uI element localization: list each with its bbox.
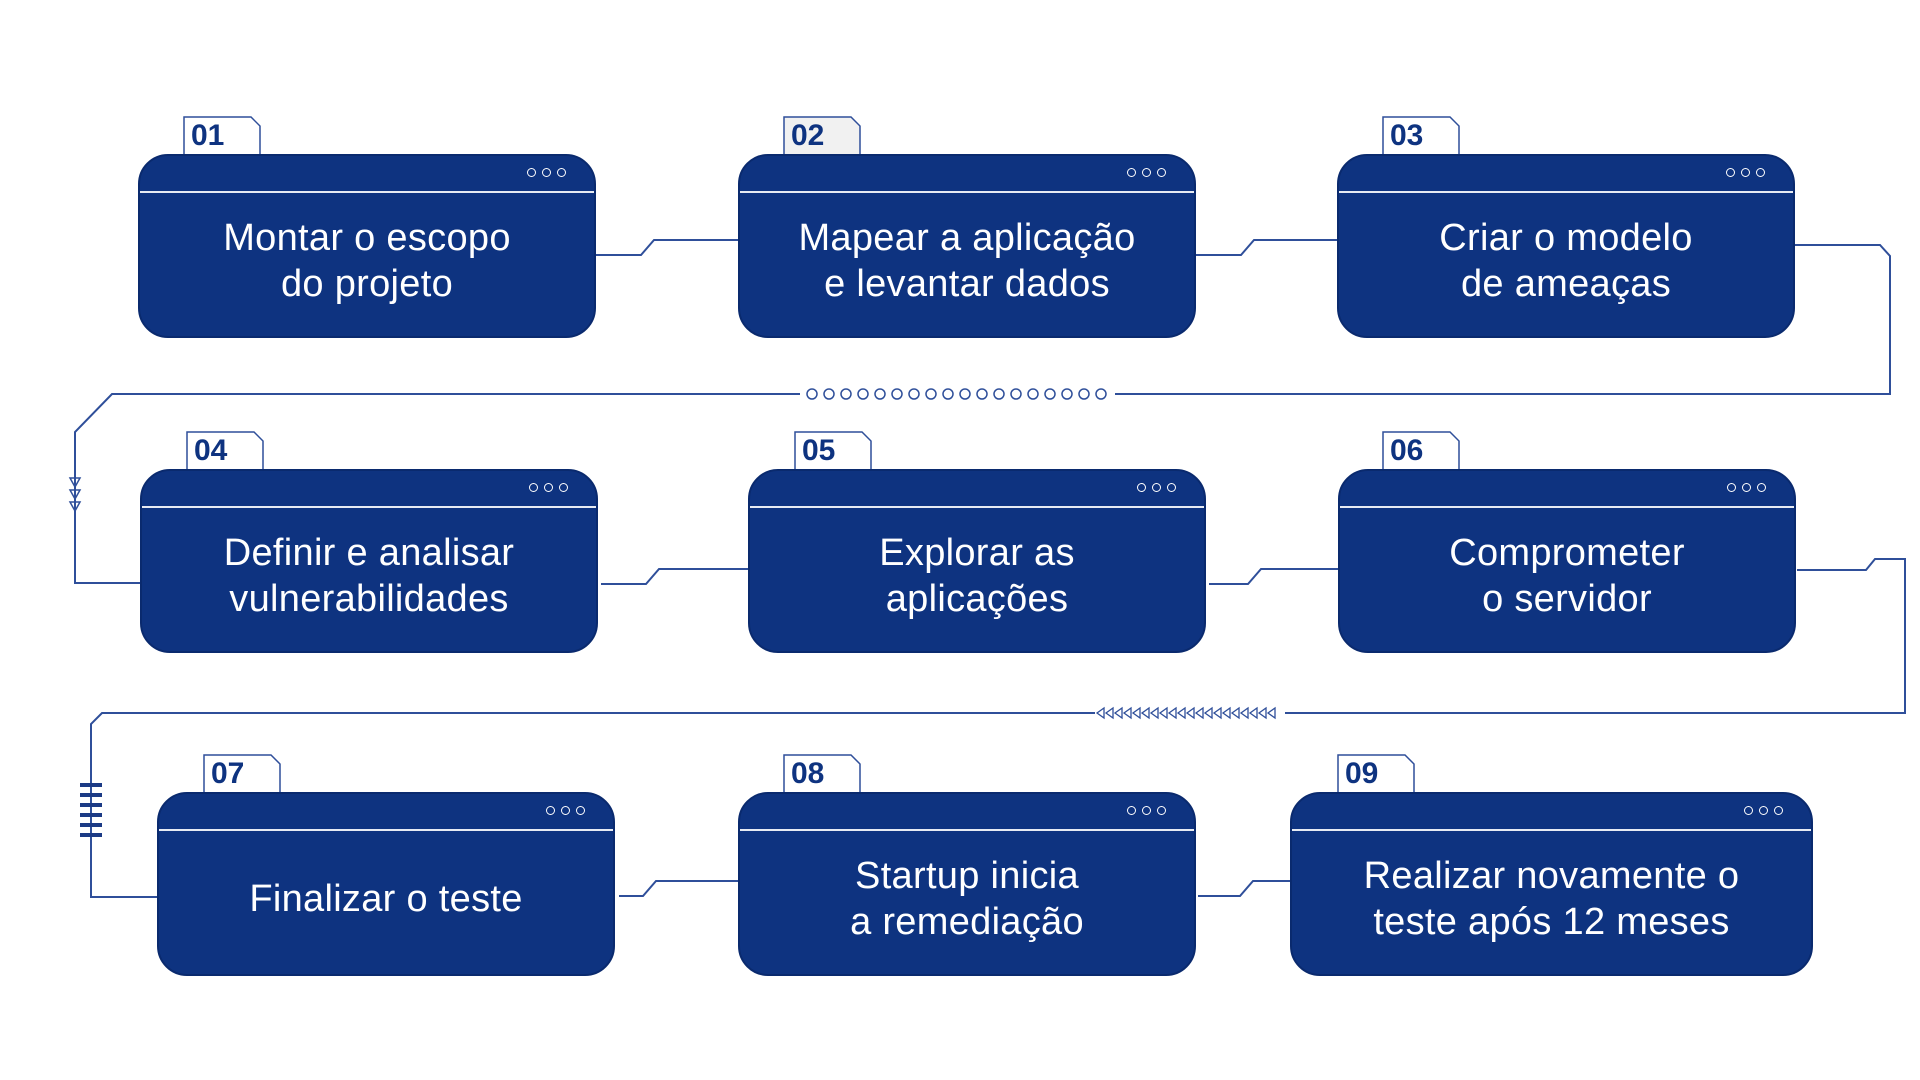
step-card-03: 03 Criar o modelo de ameaças — [1337, 116, 1795, 338]
step-text: Criar o modelo de ameaças — [1439, 217, 1693, 305]
window-titlebar-divider — [140, 191, 594, 193]
bar-ladder-icon — [80, 783, 102, 837]
step-window: Montar o escopo do projeto — [138, 154, 596, 338]
step-tab: 06 — [1382, 431, 1460, 469]
window-titlebar-divider — [740, 829, 1194, 831]
step-number: 03 — [1390, 119, 1424, 152]
step-window: Definir e analisar vulnerabilidades — [140, 469, 598, 653]
step-text: Montar o escopo do projeto — [223, 217, 511, 305]
connector-02-03 — [1196, 239, 1337, 256]
window-titlebar-divider — [1339, 191, 1793, 193]
connector-04-05 — [601, 568, 748, 585]
step-tab: 04 — [186, 431, 264, 469]
step-card-04: 04 Definir e analisar vulnerabilidades — [140, 431, 598, 653]
connector-03-04 — [1115, 244, 1891, 395]
window-dots-icon — [546, 806, 585, 815]
step-number: 04 — [194, 434, 228, 467]
window-dots-icon — [1137, 483, 1176, 492]
window-titlebar-divider — [1292, 829, 1811, 831]
window-dots-icon — [1726, 168, 1765, 177]
window-titlebar-divider — [750, 506, 1204, 508]
window-dots-icon — [529, 483, 568, 492]
window-dots-icon — [527, 168, 566, 177]
connector-05-06 — [1209, 568, 1338, 585]
step-text: Explorar as aplicações — [879, 532, 1075, 620]
step-window: Comprometer o servidor — [1338, 469, 1796, 653]
step-number: 02 — [791, 119, 825, 152]
step-card-01: 01 Montar o escopo do projeto — [138, 116, 596, 338]
step-card-07: 07 Finalizar o teste — [157, 754, 615, 976]
step-card-02: 02 Mapear a aplicação e levantar dados — [738, 116, 1196, 338]
left-arrows-icon — [1095, 706, 1276, 720]
step-window: Finalizar o teste — [157, 792, 615, 976]
step-tab: 01 — [183, 116, 261, 154]
step-number: 01 — [191, 119, 225, 152]
step-tab: 05 — [794, 431, 872, 469]
step-tab: 08 — [783, 754, 861, 792]
connector-03-04-left — [74, 393, 800, 584]
connector-06-07-left — [90, 712, 1095, 898]
step-card-06: 06 Comprometer o servidor — [1338, 431, 1796, 653]
ring-chain — [806, 388, 1107, 400]
window-titlebar-divider — [740, 191, 1194, 193]
step-window: Explorar as aplicações — [748, 469, 1206, 653]
connector-01-02 — [596, 239, 738, 256]
step-tab: 09 — [1337, 754, 1415, 792]
window-dots-icon — [1727, 483, 1766, 492]
step-text: Mapear a aplicação e levantar dados — [798, 217, 1136, 305]
step-tab: 02 — [783, 116, 861, 154]
step-window: Mapear a aplicação e levantar dados — [738, 154, 1196, 338]
window-titlebar-divider — [1340, 506, 1794, 508]
window-titlebar-divider — [142, 506, 596, 508]
window-dots-icon — [1127, 806, 1166, 815]
step-number: 06 — [1390, 434, 1424, 467]
connector-06-07 — [1285, 558, 1906, 714]
connector-08-09 — [1198, 880, 1290, 897]
window-dots-icon — [1744, 806, 1783, 815]
step-text: Definir e analisar vulnerabilidades — [223, 532, 515, 620]
step-card-09: 09 Realizar novamente o teste após 12 me… — [1290, 754, 1813, 976]
step-text: Comprometer o servidor — [1449, 532, 1685, 620]
step-number: 09 — [1345, 757, 1379, 790]
step-text: Finalizar o teste — [249, 878, 523, 920]
step-card-08: 08 Startup inicia a remediação — [738, 754, 1196, 976]
step-card-05: 05 Explorar as aplicações — [748, 431, 1206, 653]
step-window: Startup inicia a remediação — [738, 792, 1196, 976]
down-arrows-icon — [68, 477, 82, 513]
step-text: Startup inicia a remediação — [850, 855, 1084, 943]
step-window: Criar o modelo de ameaças — [1337, 154, 1795, 338]
window-titlebar-divider — [159, 829, 613, 831]
step-number: 05 — [802, 434, 836, 467]
step-number: 08 — [791, 757, 825, 790]
step-window: Realizar novamente o teste após 12 meses — [1290, 792, 1813, 976]
step-number: 07 — [211, 757, 245, 790]
connector-07-08 — [619, 880, 738, 897]
step-tab: 03 — [1382, 116, 1460, 154]
step-tab: 07 — [203, 754, 281, 792]
window-dots-icon — [1127, 168, 1166, 177]
step-text: Realizar novamente o teste após 12 meses — [1363, 855, 1740, 943]
